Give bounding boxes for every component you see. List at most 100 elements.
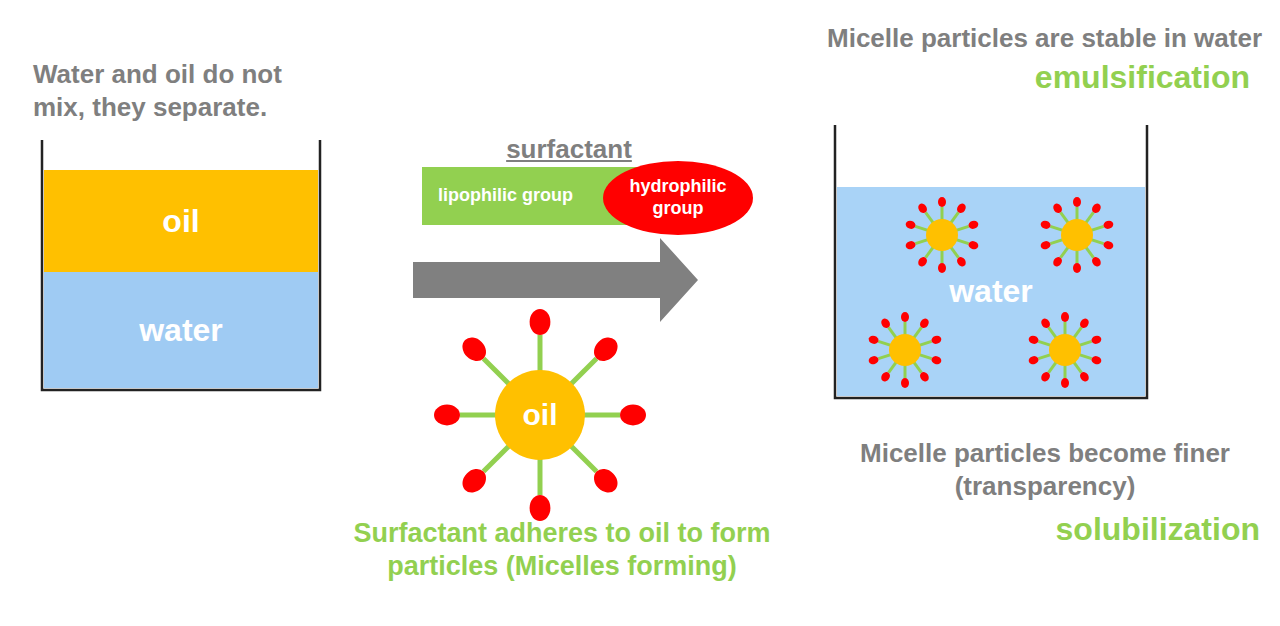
surfactant-tail [1073,327,1081,338]
surfactant-tail [538,455,543,495]
surfactant-tail [955,239,968,243]
micelle [1028,312,1103,388]
hydrophilic-head [930,334,942,345]
hydrophilic-head [1078,317,1090,330]
surfactant-tail [915,239,928,243]
hydrophilic-head [879,370,891,383]
oil-core [1061,219,1093,251]
heading-text: surfactant [444,133,694,166]
note-text: Water and oil do not mix, they separate. [33,58,333,123]
hydrophilic-head [1073,197,1081,207]
surfactant-tail [926,246,934,257]
surfactant-tail [1061,212,1069,223]
water-area: water [837,187,1145,396]
hydrophilic-head [901,312,909,322]
surfactant-tail [1078,354,1091,358]
hydrophilic-head [434,405,460,426]
surfactant-tail [941,207,944,221]
surfactant-tail [538,335,543,375]
hydrophilic-head [1090,255,1102,268]
process-arrow [413,238,698,322]
micelle [868,312,943,388]
hydrophilic-head [1073,263,1081,273]
surfactant-tail [904,364,907,378]
surfactant-tail [926,212,934,223]
surfactant-tail [568,443,596,471]
hydrophilic-head [1090,334,1102,345]
hydrophilic-head [1061,378,1069,388]
water-layer: water [44,272,318,388]
hydrophilic-head [918,317,930,330]
surfactant-tail [1064,322,1067,336]
oil-core [1049,334,1081,366]
surfactant-tail [1050,226,1063,230]
surfactant-tail [1038,341,1051,345]
node-text: water [139,311,223,349]
oil-droplet: oil [495,370,585,460]
hydrophilic-head [620,405,646,426]
node-text: lipophilic group [438,185,573,207]
hydrophilic-head [1061,312,1069,322]
hydrophilic-head [879,317,891,330]
hydrophilic-head [967,219,979,230]
hydrophilic-head [1040,240,1052,251]
surfactant-tail [483,443,511,471]
hydrophilic-head [916,255,928,268]
hydrophilic-head [1090,202,1102,215]
surfactant-tail [941,249,944,263]
hydrophilic-head [1090,355,1102,366]
hydrophilic-head [905,219,917,230]
surfactant-tail [1085,212,1093,223]
surfactant-tail [913,327,921,338]
term-label: solubilization [800,509,1260,549]
hydrophilic-head [1028,355,1040,366]
hydrophilic-head [930,355,942,366]
surfactant-tail [1085,246,1093,257]
surfactant-tail [483,358,511,386]
surfactant-tail [889,327,897,338]
hydrophilic-group: hydrophilic group [603,161,753,235]
surfactant-tail [1049,361,1057,372]
beaker-outline [42,140,320,390]
surfactant-tail [1049,327,1057,338]
surfactant-tail [878,341,891,345]
hydrophilic-head [938,197,946,207]
surfactant-tail [904,322,907,336]
hydrophilic-head [458,333,491,366]
hydrophilic-head [1102,219,1114,230]
surfactant-tail [1078,341,1091,345]
hydrophilic-head [1039,370,1051,383]
surfactant-tail [568,358,596,386]
hydrophilic-head [1039,317,1051,330]
surfactant-tail [913,361,921,372]
surfactant-tail [1073,361,1081,372]
surfactant-tail [878,354,891,358]
oil-core [926,219,958,251]
hydrophilic-head [1028,334,1040,345]
note-text: Micelle particles are stable in water [660,22,1262,55]
surfactant-tail [1064,364,1067,378]
hydrophilic-head [1051,255,1063,268]
micelle [1040,197,1115,273]
hydrophilic-head [868,355,880,366]
surfactant-tail [950,212,958,223]
hydrophilic-head [589,464,622,497]
hydrophilic-head [530,495,551,521]
surfactant-tail [1050,239,1063,243]
hydrophilic-head [905,240,917,251]
micelle [905,197,980,273]
oil-core [889,334,921,366]
node-text: oil [523,397,558,433]
caption-text: Surfactant adheres to oil to form partic… [340,517,784,583]
surfactant-tail [889,361,897,372]
micelle [434,309,646,521]
surfactant-tail [918,341,931,345]
surfactant-tail [1090,239,1103,243]
note-text: Micelle particles become finer (transpar… [815,437,1275,502]
surfactant-tail [1076,207,1079,221]
surfactant-tail [460,413,500,418]
node-text: water [949,272,1033,310]
hydrophilic-head [1102,240,1114,251]
hydrophilic-head [955,202,967,215]
hydrophilic-head [530,309,551,335]
